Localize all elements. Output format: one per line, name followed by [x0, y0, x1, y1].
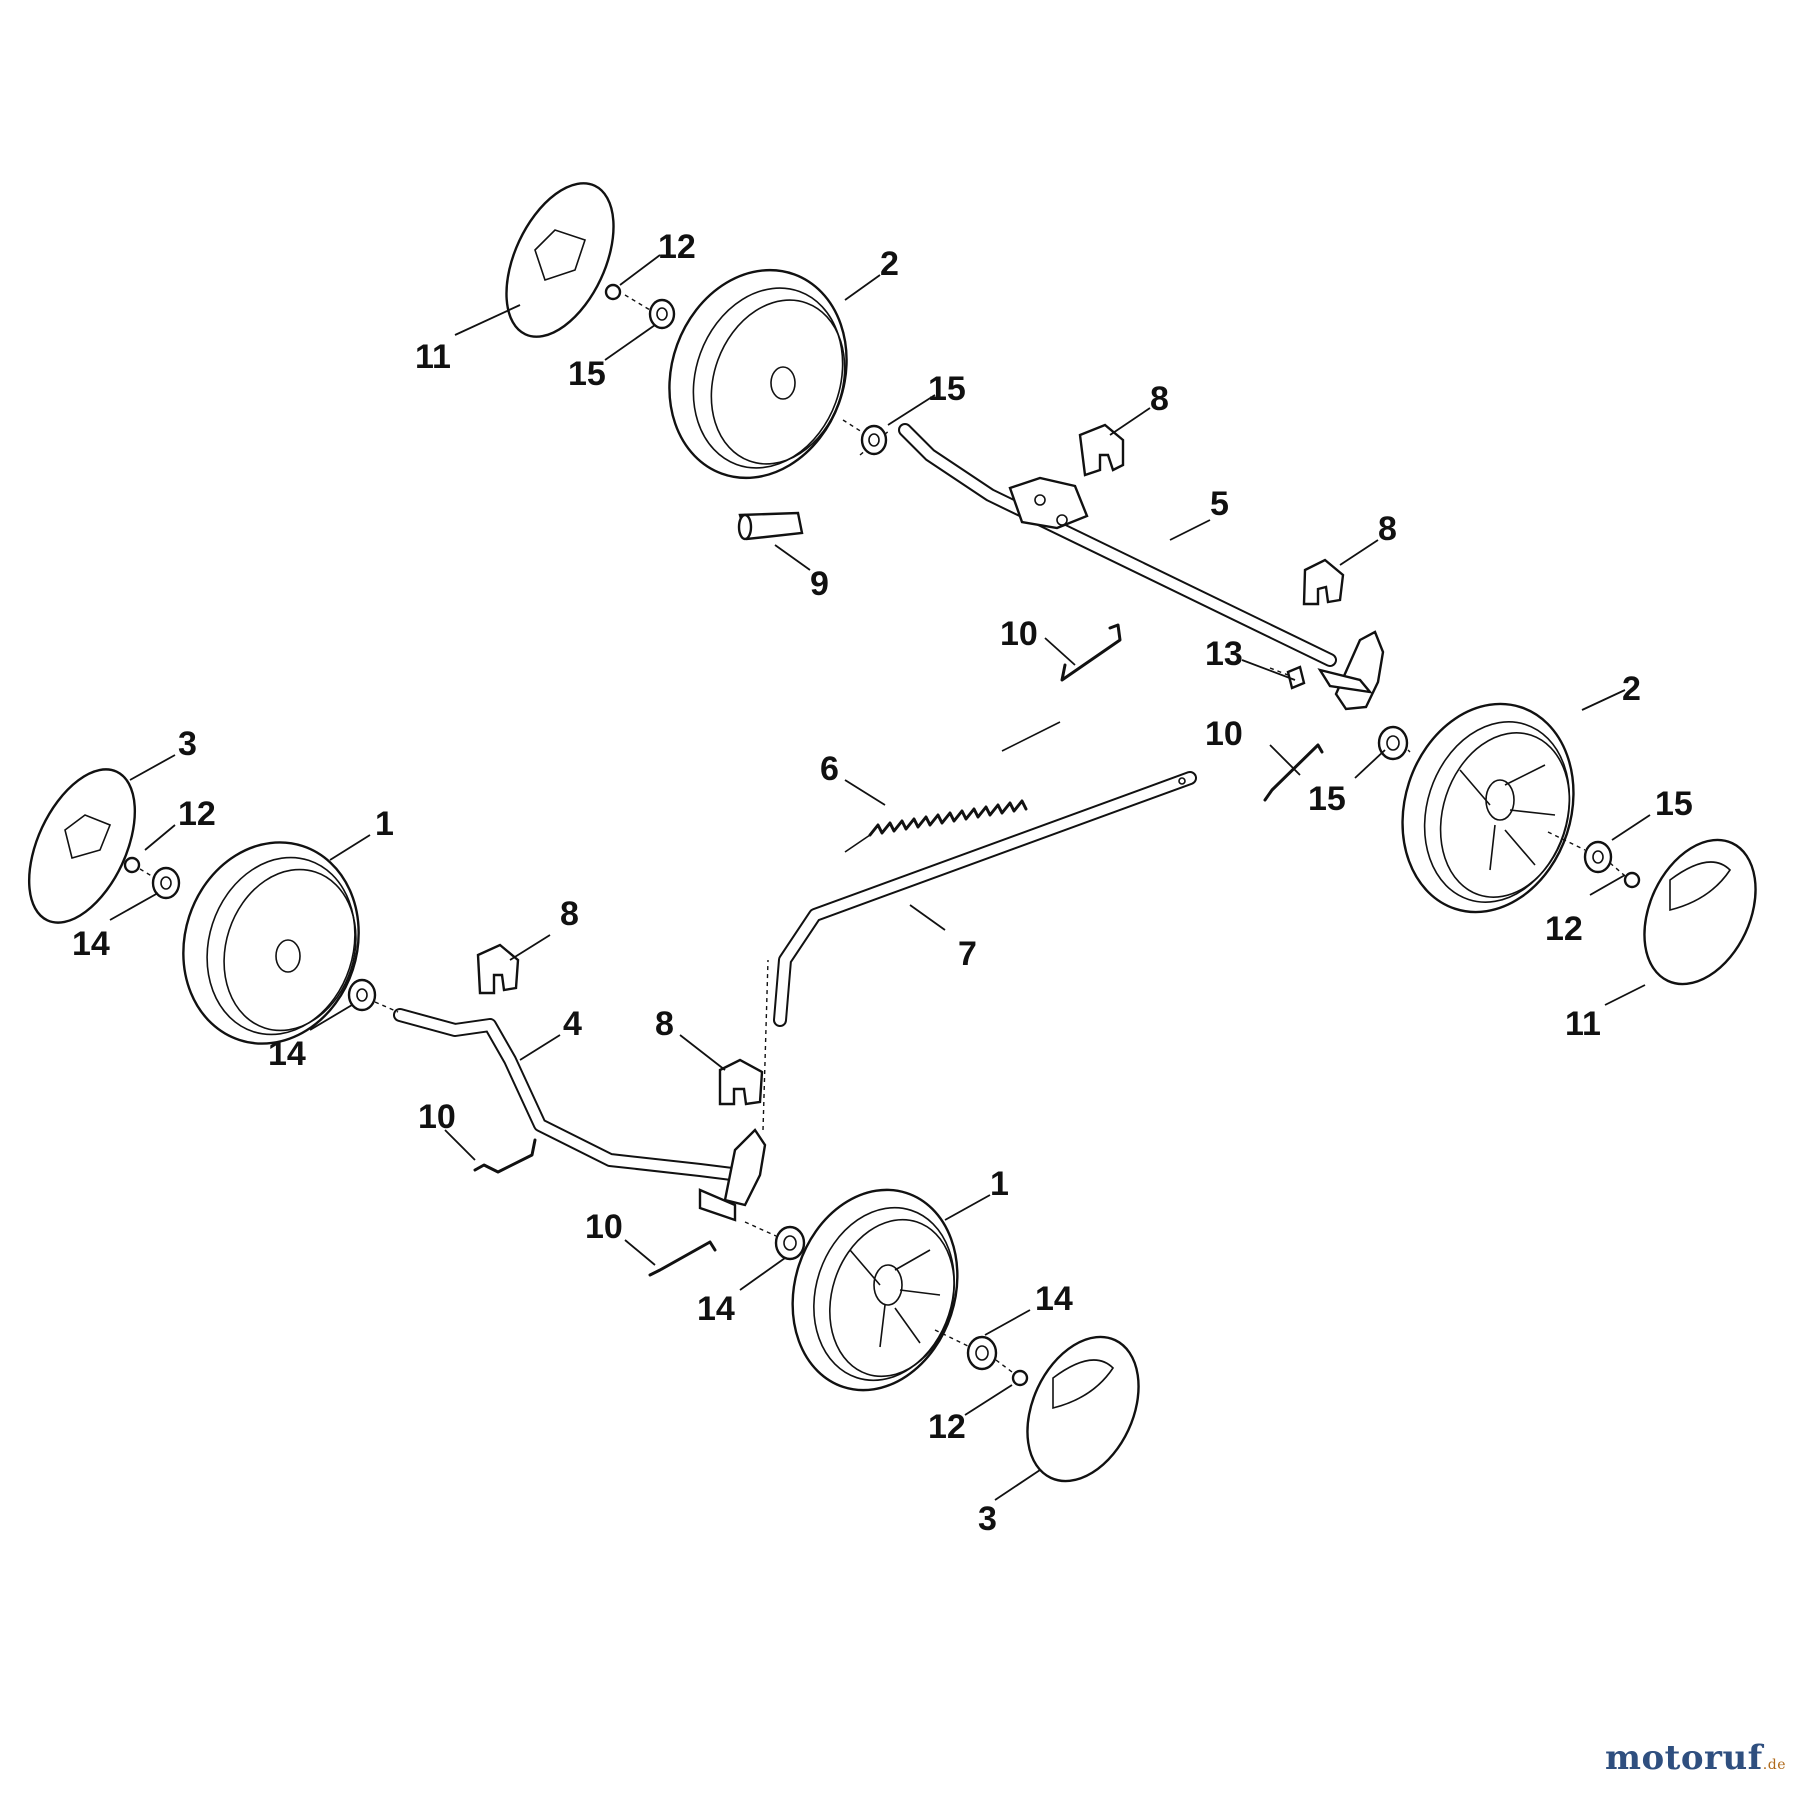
nut-part-12-right — [1623, 871, 1641, 889]
callout-10: 10 — [585, 1208, 623, 1246]
callout-1: 1 — [375, 805, 394, 843]
wheel-part-2-right — [1401, 702, 1575, 914]
spring-part-6 — [844, 721, 1061, 853]
clip-part-10-d — [648, 1240, 717, 1277]
callout-8: 8 — [560, 895, 579, 933]
callout-15: 15 — [568, 355, 606, 393]
nut-part-12-top — [604, 283, 622, 301]
callout-15: 15 — [1308, 780, 1346, 818]
callout-8: 8 — [1378, 510, 1397, 548]
watermark-logo: motoruf.de — [1605, 1738, 1786, 1778]
nut-part-12-bottom — [1011, 1369, 1029, 1387]
callout-13: 13 — [1205, 635, 1243, 673]
bearing-part-15-right-inner — [1377, 725, 1409, 761]
clip-part-10-c — [473, 1138, 537, 1174]
callout-11: 11 — [1565, 1005, 1601, 1043]
callout-2: 2 — [880, 245, 899, 283]
bearing-part-14-bottom-inner — [774, 1225, 806, 1261]
watermark-brand: motoruf — [1605, 1738, 1763, 1778]
handle-bar-part-7 — [773, 771, 1197, 1027]
callout-14: 14 — [72, 925, 110, 963]
leader-lines — [109, 254, 1651, 1501]
callout-3: 3 — [178, 725, 197, 763]
bracket-part-8-a — [1078, 423, 1125, 477]
nut-part-12-left — [123, 856, 141, 874]
callout-6: 6 — [820, 750, 839, 788]
bearing-part-14-left-inner — [347, 978, 377, 1012]
callout-labels: 11 12 15 2 15 8 5 8 9 10 13 2 10 15 15 1… — [72, 228, 1693, 1538]
callout-12: 12 — [658, 228, 696, 266]
pin-part-13 — [1269, 665, 1306, 690]
bearing-part-15-top-inner — [860, 424, 888, 456]
hubcap-part-11-right — [1643, 838, 1757, 986]
callout-12: 12 — [178, 795, 216, 833]
watermark-suffix: .de — [1762, 1757, 1786, 1773]
front-axle-part-4 — [393, 959, 769, 1222]
bearing-part-14-bottom-outer — [966, 1335, 998, 1371]
callout-4: 4 — [563, 1005, 582, 1043]
callout-14: 14 — [1035, 1280, 1073, 1318]
rear-axle-part-5 — [859, 423, 1385, 711]
clip-part-10-a — [1060, 623, 1122, 682]
callout-12: 12 — [1545, 910, 1583, 948]
callout-14: 14 — [268, 1035, 306, 1073]
bearing-part-15-top — [648, 298, 676, 330]
hubcap-part-11-top — [505, 182, 615, 338]
callout-8: 8 — [1150, 380, 1169, 418]
callout-15: 15 — [928, 370, 966, 408]
callout-10: 10 — [1000, 615, 1038, 653]
wheel-part-2-top — [668, 268, 848, 480]
callout-11: 11 — [415, 338, 451, 376]
bracket-part-8-b — [1302, 558, 1345, 606]
callout-9: 9 — [810, 565, 829, 603]
bearing-part-15-right-outer — [1583, 840, 1613, 874]
callout-8: 8 — [655, 1005, 674, 1043]
callout-10: 10 — [418, 1098, 456, 1136]
bearing-part-14-left — [151, 866, 181, 900]
bracket-part-8-d — [718, 1058, 764, 1106]
wheel-part-1-bottom — [791, 1188, 959, 1392]
callout-3: 3 — [978, 1500, 997, 1538]
hubcap-part-3-bottom — [1026, 1335, 1140, 1483]
wheel-part-1-left — [182, 841, 360, 1045]
callout-14: 14 — [697, 1290, 735, 1328]
grip-part-9 — [737, 511, 804, 541]
clip-part-10-b — [1263, 743, 1324, 802]
callout-7: 7 — [958, 935, 977, 973]
callout-15: 15 — [1655, 785, 1693, 823]
callout-10: 10 — [1205, 715, 1243, 753]
callout-5: 5 — [1210, 485, 1229, 523]
hubcap-part-3-left — [27, 768, 137, 924]
callout-12: 12 — [928, 1408, 966, 1446]
callout-1: 1 — [990, 1165, 1009, 1203]
callout-2: 2 — [1622, 670, 1641, 708]
bracket-part-8-c — [476, 943, 520, 995]
